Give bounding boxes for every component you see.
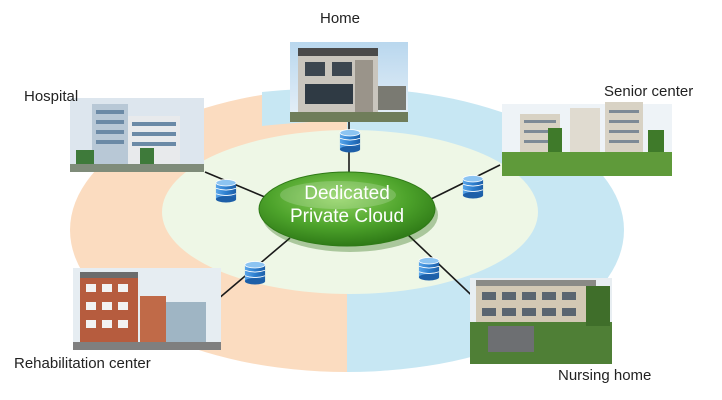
database-icon [244, 261, 266, 285]
home-building-icon [290, 42, 408, 122]
node-label-senior-center: Senior center [604, 83, 694, 100]
node-label-home: Home [320, 10, 361, 27]
center-label-line1: Dedicated [304, 183, 390, 204]
senior-center-building-icon [502, 102, 672, 176]
rehabilitation-center-building-icon [73, 268, 221, 350]
database-icon [418, 257, 440, 281]
database-icon [339, 129, 361, 153]
database-icon [215, 179, 237, 203]
center-label-line2: Private Cloud [290, 206, 404, 227]
node-label-nursing-home: Nursing home [558, 367, 652, 384]
node-label-rehabilitation-center: Rehabilitation center [14, 355, 151, 372]
node-label-hospital: Hospital [24, 88, 79, 105]
nursing-home-building-icon [470, 278, 612, 364]
database-icon [462, 175, 484, 199]
hospital-building-icon [70, 98, 204, 172]
private-cloud-node: Dedicated Private Cloud [258, 171, 438, 252]
